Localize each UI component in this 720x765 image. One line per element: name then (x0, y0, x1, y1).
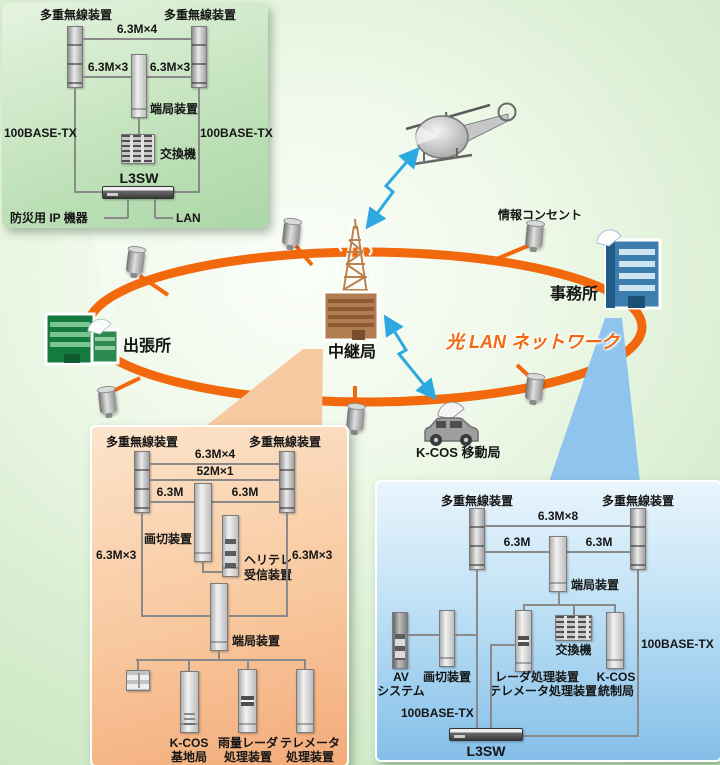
dish-icon (437, 401, 465, 420)
terminal-label: 端局装置 (571, 578, 620, 592)
terminal-label: 端局装置 (150, 102, 199, 116)
terminal-cabinet (210, 583, 228, 651)
radio-rack (279, 451, 295, 513)
helicopter-icon (405, 102, 517, 166)
basetx-right-label: 100BASE-TX (641, 637, 714, 651)
office-building-icon (596, 229, 662, 310)
rain-radar-cabinet (238, 669, 257, 733)
av-system-label-2: システム (377, 684, 425, 698)
exchange-unit (121, 134, 155, 164)
dish-icon (596, 229, 622, 247)
dish-icon (87, 318, 112, 335)
network-label: 光 LAN ネットワーク (446, 332, 619, 352)
link-63m3-right-label: 6.3M×3 (149, 60, 191, 74)
radar-processor-label-2: テレメータ処理装置 (489, 684, 598, 698)
exchange-label: 交換機 (160, 147, 197, 161)
wall-terminal-box (126, 670, 150, 691)
l3sw-label: L3SW (466, 743, 506, 759)
trunk-left-label: 6.3M×3 (96, 548, 137, 562)
radio-link-arrows (365, 146, 437, 401)
kcos-control-label-1: K-COS (596, 670, 636, 684)
radio-rack (469, 508, 485, 570)
kcos-base-cabinet (180, 671, 199, 733)
mobile-label: K-COS 移動局 (416, 445, 501, 460)
kcos-base-label-2: 基地局 (170, 750, 207, 764)
basetx-left-label: 100BASE-TX (4, 126, 77, 140)
basetx-right-label: 100BASE-TX (200, 126, 273, 140)
telemeter-label-1: テレメータ (279, 736, 340, 750)
lan-node-cylinder (97, 388, 118, 415)
link-63m4-label: 6.3M×4 (116, 22, 158, 36)
radio-left-label: 多重無線装置 (440, 494, 513, 508)
office-equipment-panel: 多重無線装置 多重無線装置 6.3M×8 6.3M 6.3M 端局装置 交換機 … (375, 480, 720, 762)
helitele-receiver-cabinet (222, 515, 239, 577)
exchange-unit (555, 615, 592, 641)
lan-node-cylinder (345, 405, 366, 432)
trunk-right-label: 6.3M×3 (292, 548, 333, 562)
radio-tower-icon (335, 218, 375, 295)
radar-processor-cabinet (515, 610, 532, 672)
lan-label: LAN (176, 211, 201, 225)
helitele-label-1: ヘリテレ (244, 553, 293, 567)
l3sw-label: L3SW (119, 170, 159, 186)
telemeter-label-2: 処理装置 (285, 750, 334, 764)
radio-rack (191, 26, 207, 88)
radio-rack (134, 451, 150, 513)
radio-left-label: 多重無線装置 (39, 8, 112, 22)
av-system-label-1: AV (393, 670, 409, 684)
ring-drop-stubs (110, 243, 533, 404)
radio-right-label: 多重無線装置 (248, 435, 321, 449)
l3sw-switch (102, 186, 174, 199)
link2-label: 52M×1 (196, 464, 234, 478)
video-switcher-label: 画切装置 (423, 670, 472, 684)
link3-label: 6.3M (585, 535, 613, 549)
video-switcher-cabinet (439, 610, 455, 667)
relay-equipment-panel: 多重無線装置 多重無線装置 6.3M×4 52M×1 6.3M 6.3M 画切装… (90, 425, 349, 765)
link2-label: 6.3M (503, 535, 531, 549)
callout-wedge-blue (549, 318, 640, 482)
video-switcher-label: 画切装置 (144, 532, 193, 546)
link1-label: 6.3M×4 (194, 447, 236, 461)
av-system-cabinet (392, 612, 408, 669)
radio-right-label: 多重無線装置 (601, 494, 674, 508)
exchange-label: 交換機 (555, 643, 592, 657)
link1-label: 6.3M×8 (537, 509, 579, 523)
rain-radar-label-1: 雨量レーダ (217, 736, 278, 750)
basetx-left-label: 100BASE-TX (401, 706, 474, 720)
link3-label: 6.3M (156, 485, 184, 499)
ip-device-label: 防災用 IP 機器 (10, 211, 88, 225)
radar-processor-label-1: レーダ処理装置 (495, 670, 580, 684)
l3sw-switch (449, 728, 523, 741)
terminal-cabinet (131, 54, 147, 118)
radio-rack (630, 508, 646, 570)
link-63m3-left-label: 6.3M×3 (87, 60, 129, 74)
radio-rack (67, 26, 83, 88)
info-outlet-cylinder (524, 222, 545, 249)
kcos-vehicle-icon (424, 401, 479, 446)
telemeter-cabinet (296, 669, 314, 733)
kcos-base-label-1: K-COS (169, 736, 209, 750)
lan-node-cylinder (281, 220, 302, 247)
radio-right-label: 多重無線装置 (163, 8, 236, 22)
lan-node-cylinder (524, 375, 545, 402)
callout-wedge-orange (206, 349, 323, 426)
link4-label: 6.3M (231, 485, 259, 499)
office-label: 事務所 (550, 286, 599, 303)
relay-label: 中継局 (328, 344, 377, 361)
kcos-control-label-2: 統制局 (597, 684, 634, 698)
branch-label: 出張所 (123, 338, 172, 355)
helitele-label-2: 受信装置 (244, 568, 293, 582)
relay-building-icon (322, 290, 380, 342)
rain-radar-label-2: 処理装置 (223, 750, 272, 764)
lan-node-cylinder (125, 248, 146, 275)
terminal-label: 端局装置 (232, 634, 281, 648)
terminal-cabinet (549, 536, 567, 592)
radio-left-label: 多重無線装置 (105, 435, 178, 449)
branch-equipment-panel: 多重無線装置 多重無線装置 6.3M×4 6.3M×3 6.3M×3 端局装置 … (2, 2, 273, 228)
outlet-label: 情報コンセント (498, 208, 583, 222)
branch-building-icon (44, 312, 120, 366)
video-switcher-cabinet (194, 483, 212, 562)
kcos-control-cabinet (606, 612, 624, 669)
